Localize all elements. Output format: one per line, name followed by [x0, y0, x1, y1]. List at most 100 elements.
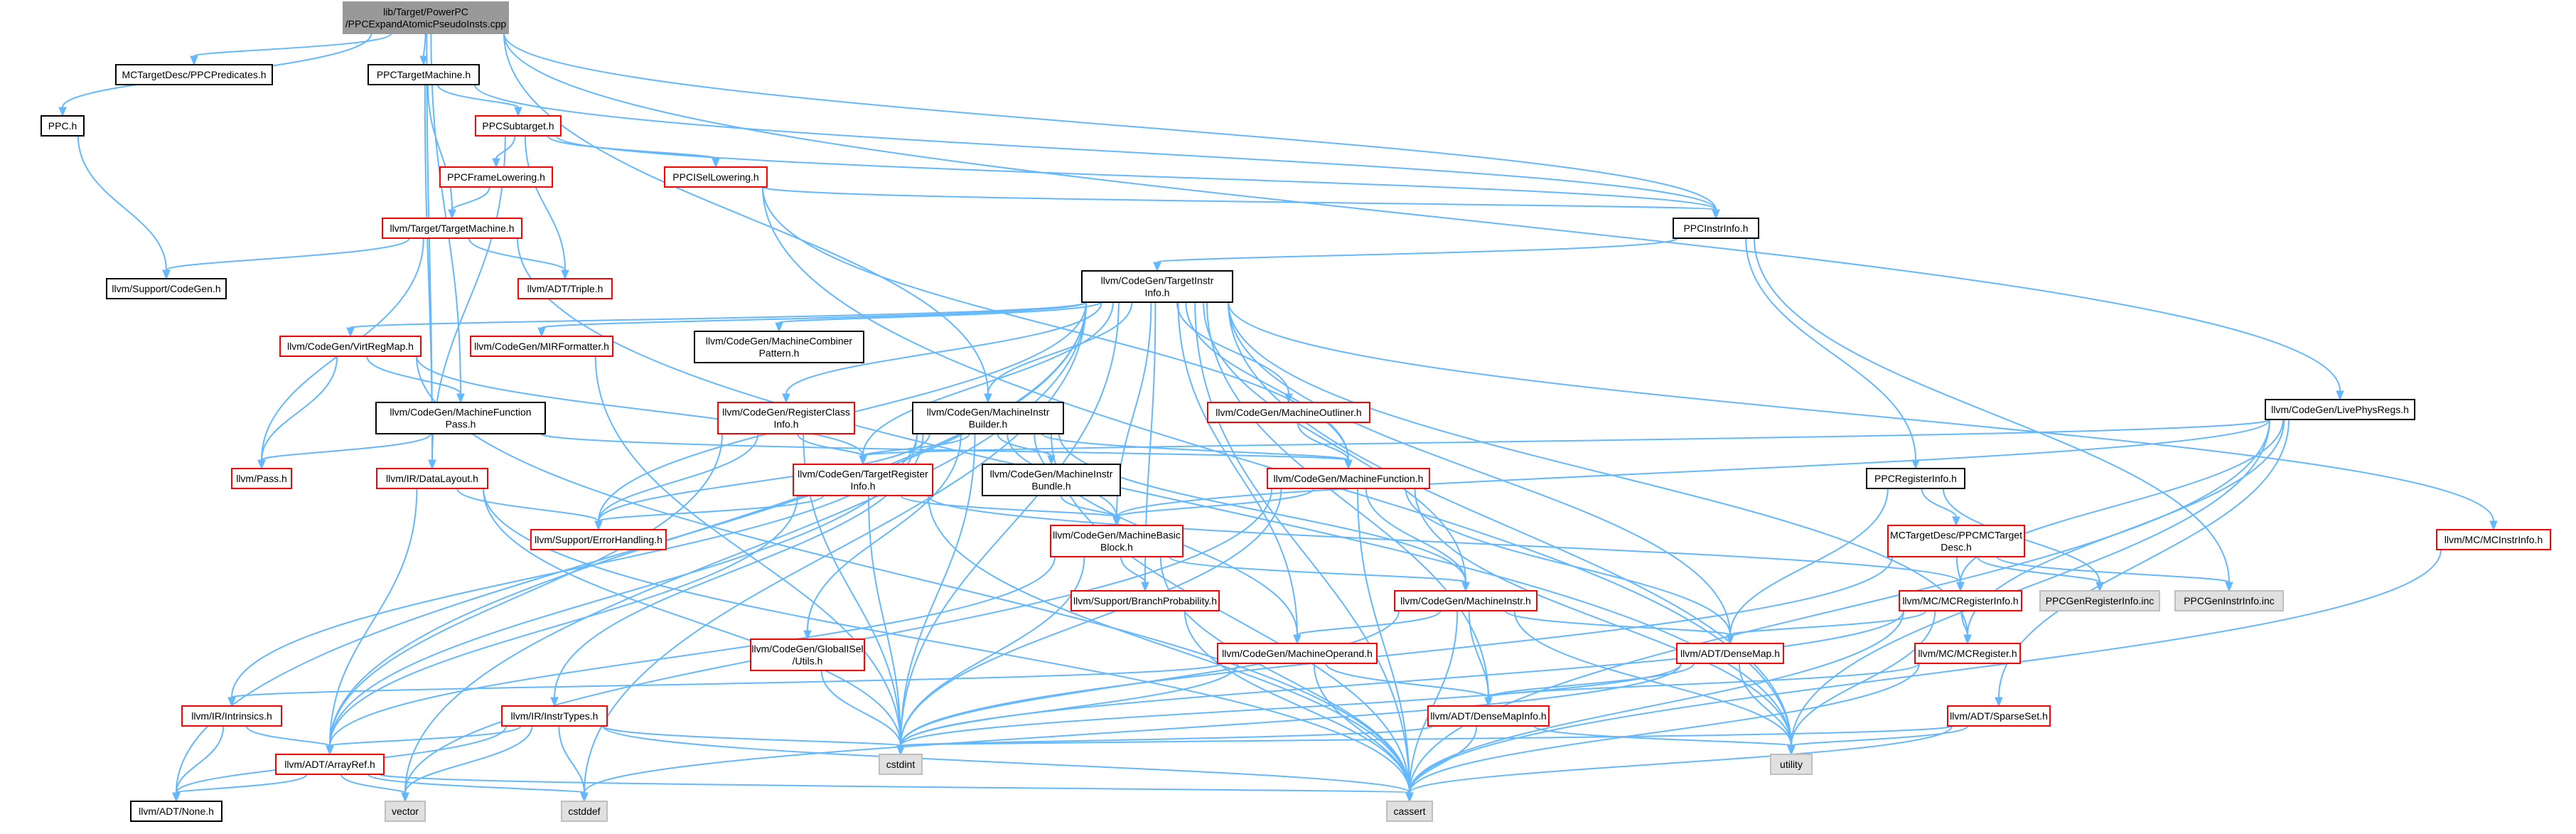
node-err[interactable]: llvm/Support/ErrorHandling.h: [530, 529, 667, 550]
node-mi[interactable]: llvm/CodeGen/MachineInstr.h: [1394, 590, 1537, 611]
node-box: [1427, 705, 1550, 727]
node-box: [1914, 643, 2021, 664]
node-label: llvm/IR/Intrinsics.h: [191, 710, 272, 722]
node-mout[interactable]: llvm/CodeGen/MachineOutliner.h: [1207, 402, 1370, 423]
node-ppcst[interactable]: PPCSubtarget.h: [475, 115, 562, 137]
node-label: PPCFrameLowering.h: [447, 171, 545, 183]
node-label: Info.h: [850, 481, 875, 492]
node-pass[interactable]: llvm/Pass.h: [231, 468, 292, 489]
node-box: [1899, 590, 2022, 611]
node-livephys[interactable]: llvm/CodeGen/LivePhysRegs.h: [2265, 399, 2415, 420]
node-ppcisel[interactable]: PPCISelLowering.h: [664, 166, 768, 188]
node-bp[interactable]: llvm/Support/BranchProbability.h: [1070, 590, 1220, 611]
edge-arrayref-to-none: [172, 774, 308, 803]
node-label: PPCSubtarget.h: [482, 120, 554, 132]
node-box: [1887, 525, 2025, 557]
node-itypes[interactable]: llvm/IR/InstrTypes.h: [501, 705, 608, 727]
node-box: [912, 402, 1064, 434]
node-label: llvm/CodeGen/MachineInstr.h: [1400, 595, 1531, 606]
node-ppcfl[interactable]: PPCFrameLowering.h: [439, 166, 553, 188]
edge-livephys-to-utility: [1787, 419, 2270, 756]
node-label: llvm/Support/ErrorHandling.h: [535, 534, 662, 545]
node-arrayref[interactable]: llvm/ADT/ArrayRef.h: [275, 754, 385, 775]
edges-layer: [58, 33, 2498, 803]
edge-mib-to-mf: [1041, 433, 1353, 470]
node-mirf[interactable]: llvm/CodeGen/MIRFormatter.h: [470, 336, 613, 357]
node-box: [275, 754, 385, 775]
node-label: PPCGenInstrInfo.inc: [2184, 595, 2275, 606]
node-cassert[interactable]: cassert: [1386, 801, 1433, 822]
node-vector[interactable]: vector: [385, 801, 426, 822]
node-ppcri[interactable]: PPCRegisterInfo.h: [1866, 468, 1965, 489]
node-box: [1866, 468, 1965, 489]
node-label: llvm/MC/MCInstrInfo.h: [2444, 534, 2543, 545]
node-cstdint[interactable]: cstdint: [879, 754, 923, 775]
node-label: llvm/ADT/Triple.h: [527, 283, 603, 294]
node-label: PPCRegisterInfo.h: [1874, 473, 1957, 484]
node-ppcii[interactable]: PPCInstrInfo.h: [1673, 218, 1759, 239]
node-root[interactable]: lib/Target/PowerPC/PPCExpandAtomicPseudo…: [343, 1, 509, 34]
node-tm[interactable]: llvm/Target/TargetMachine.h: [382, 218, 522, 239]
node-supcg[interactable]: llvm/Support/CodeGen.h: [106, 278, 227, 299]
node-box: [664, 166, 768, 188]
node-triple[interactable]: llvm/ADT/Triple.h: [517, 278, 613, 299]
node-mcri[interactable]: llvm/MC/MCRegisterInfo.h: [1899, 590, 2022, 611]
node-label: MCTargetDesc/PPCMCTarget: [1890, 530, 2022, 541]
node-utility[interactable]: utility: [1770, 754, 1813, 775]
edge-ppcmctd-to-mcri: [1955, 556, 1965, 592]
node-box: [1673, 218, 1759, 239]
node-cstddef[interactable]: cstddef: [561, 801, 608, 822]
node-box: [382, 218, 522, 239]
node-none[interactable]: llvm/ADT/None.h: [130, 801, 222, 822]
node-ppctm[interactable]: PPCTargetMachine.h: [367, 64, 480, 85]
node-intr[interactable]: llvm/IR/Intrinsics.h: [181, 705, 282, 727]
edge-ppcmctd-to-ppcinstinc: [1996, 556, 2233, 592]
node-label: /PPCExpandAtomicPseudoInsts.cpp: [345, 18, 507, 30]
node-box: [439, 166, 553, 188]
node-label: llvm/CodeGen/TargetRegister: [798, 469, 928, 480]
node-densemap[interactable]: llvm/ADT/DenseMap.h: [1676, 643, 1784, 664]
node-ppch[interactable]: PPC.h: [41, 115, 85, 137]
node-box: [982, 464, 1121, 496]
node-dl[interactable]: llvm/IR/DataLayout.h: [376, 468, 488, 489]
edge-intr-to-arrayref: [245, 725, 334, 756]
node-mf[interactable]: llvm/CodeGen/MachineFunction.h: [1267, 468, 1430, 489]
node-label: llvm/Support/BranchProbability.h: [1073, 595, 1217, 606]
node-mcreg[interactable]: llvm/MC/MCRegister.h: [1914, 643, 2021, 664]
edge-root-to-ppctm: [419, 33, 428, 66]
node-mcii[interactable]: llvm/MC/MCInstrInfo.h: [2436, 529, 2551, 550]
node-sparse[interactable]: llvm/ADT/SparseSet.h: [1947, 705, 2051, 727]
node-label: llvm/ADT/None.h: [139, 806, 214, 817]
edge-sparse-to-cstdint: [896, 725, 1953, 756]
node-label: vector: [392, 806, 419, 817]
edge-livephys-to-tri: [859, 419, 2270, 466]
node-mctdesc[interactable]: MCTargetDesc/PPCPredicates.h: [115, 64, 273, 85]
edge-tii-to-cassert: [1194, 301, 1414, 803]
node-box: [375, 402, 546, 434]
edge-livephys-to-mcri: [1956, 419, 2284, 592]
node-box: [367, 64, 480, 85]
node-label: llvm/CodeGen/RegisterClass: [722, 407, 850, 418]
node-vrm[interactable]: llvm/CodeGen/VirtRegMap.h: [279, 336, 422, 357]
node-box: [501, 705, 608, 727]
node-mo[interactable]: llvm/CodeGen/MachineOperand.h: [1217, 643, 1378, 664]
node-label: llvm/IR/DataLayout.h: [386, 473, 478, 484]
node-box: [2039, 590, 2160, 611]
edge-mcii-to-cassert: [1405, 549, 2442, 803]
node-label: llvm/ADT/DenseMapInfo.h: [1430, 710, 1546, 722]
node-label: llvm/IR/InstrTypes.h: [511, 710, 599, 722]
node-ppcinstinc[interactable]: PPCGenInstrInfo.inc: [2174, 590, 2284, 611]
node-dmi[interactable]: llvm/ADT/DenseMapInfo.h: [1427, 705, 1550, 727]
node-ppcreginc[interactable]: PPCGenRegisterInfo.inc: [2039, 590, 2160, 611]
node-box: [1207, 402, 1370, 423]
node-gisel[interactable]: llvm/CodeGen/GlobalISel/Utils.h: [750, 638, 865, 671]
